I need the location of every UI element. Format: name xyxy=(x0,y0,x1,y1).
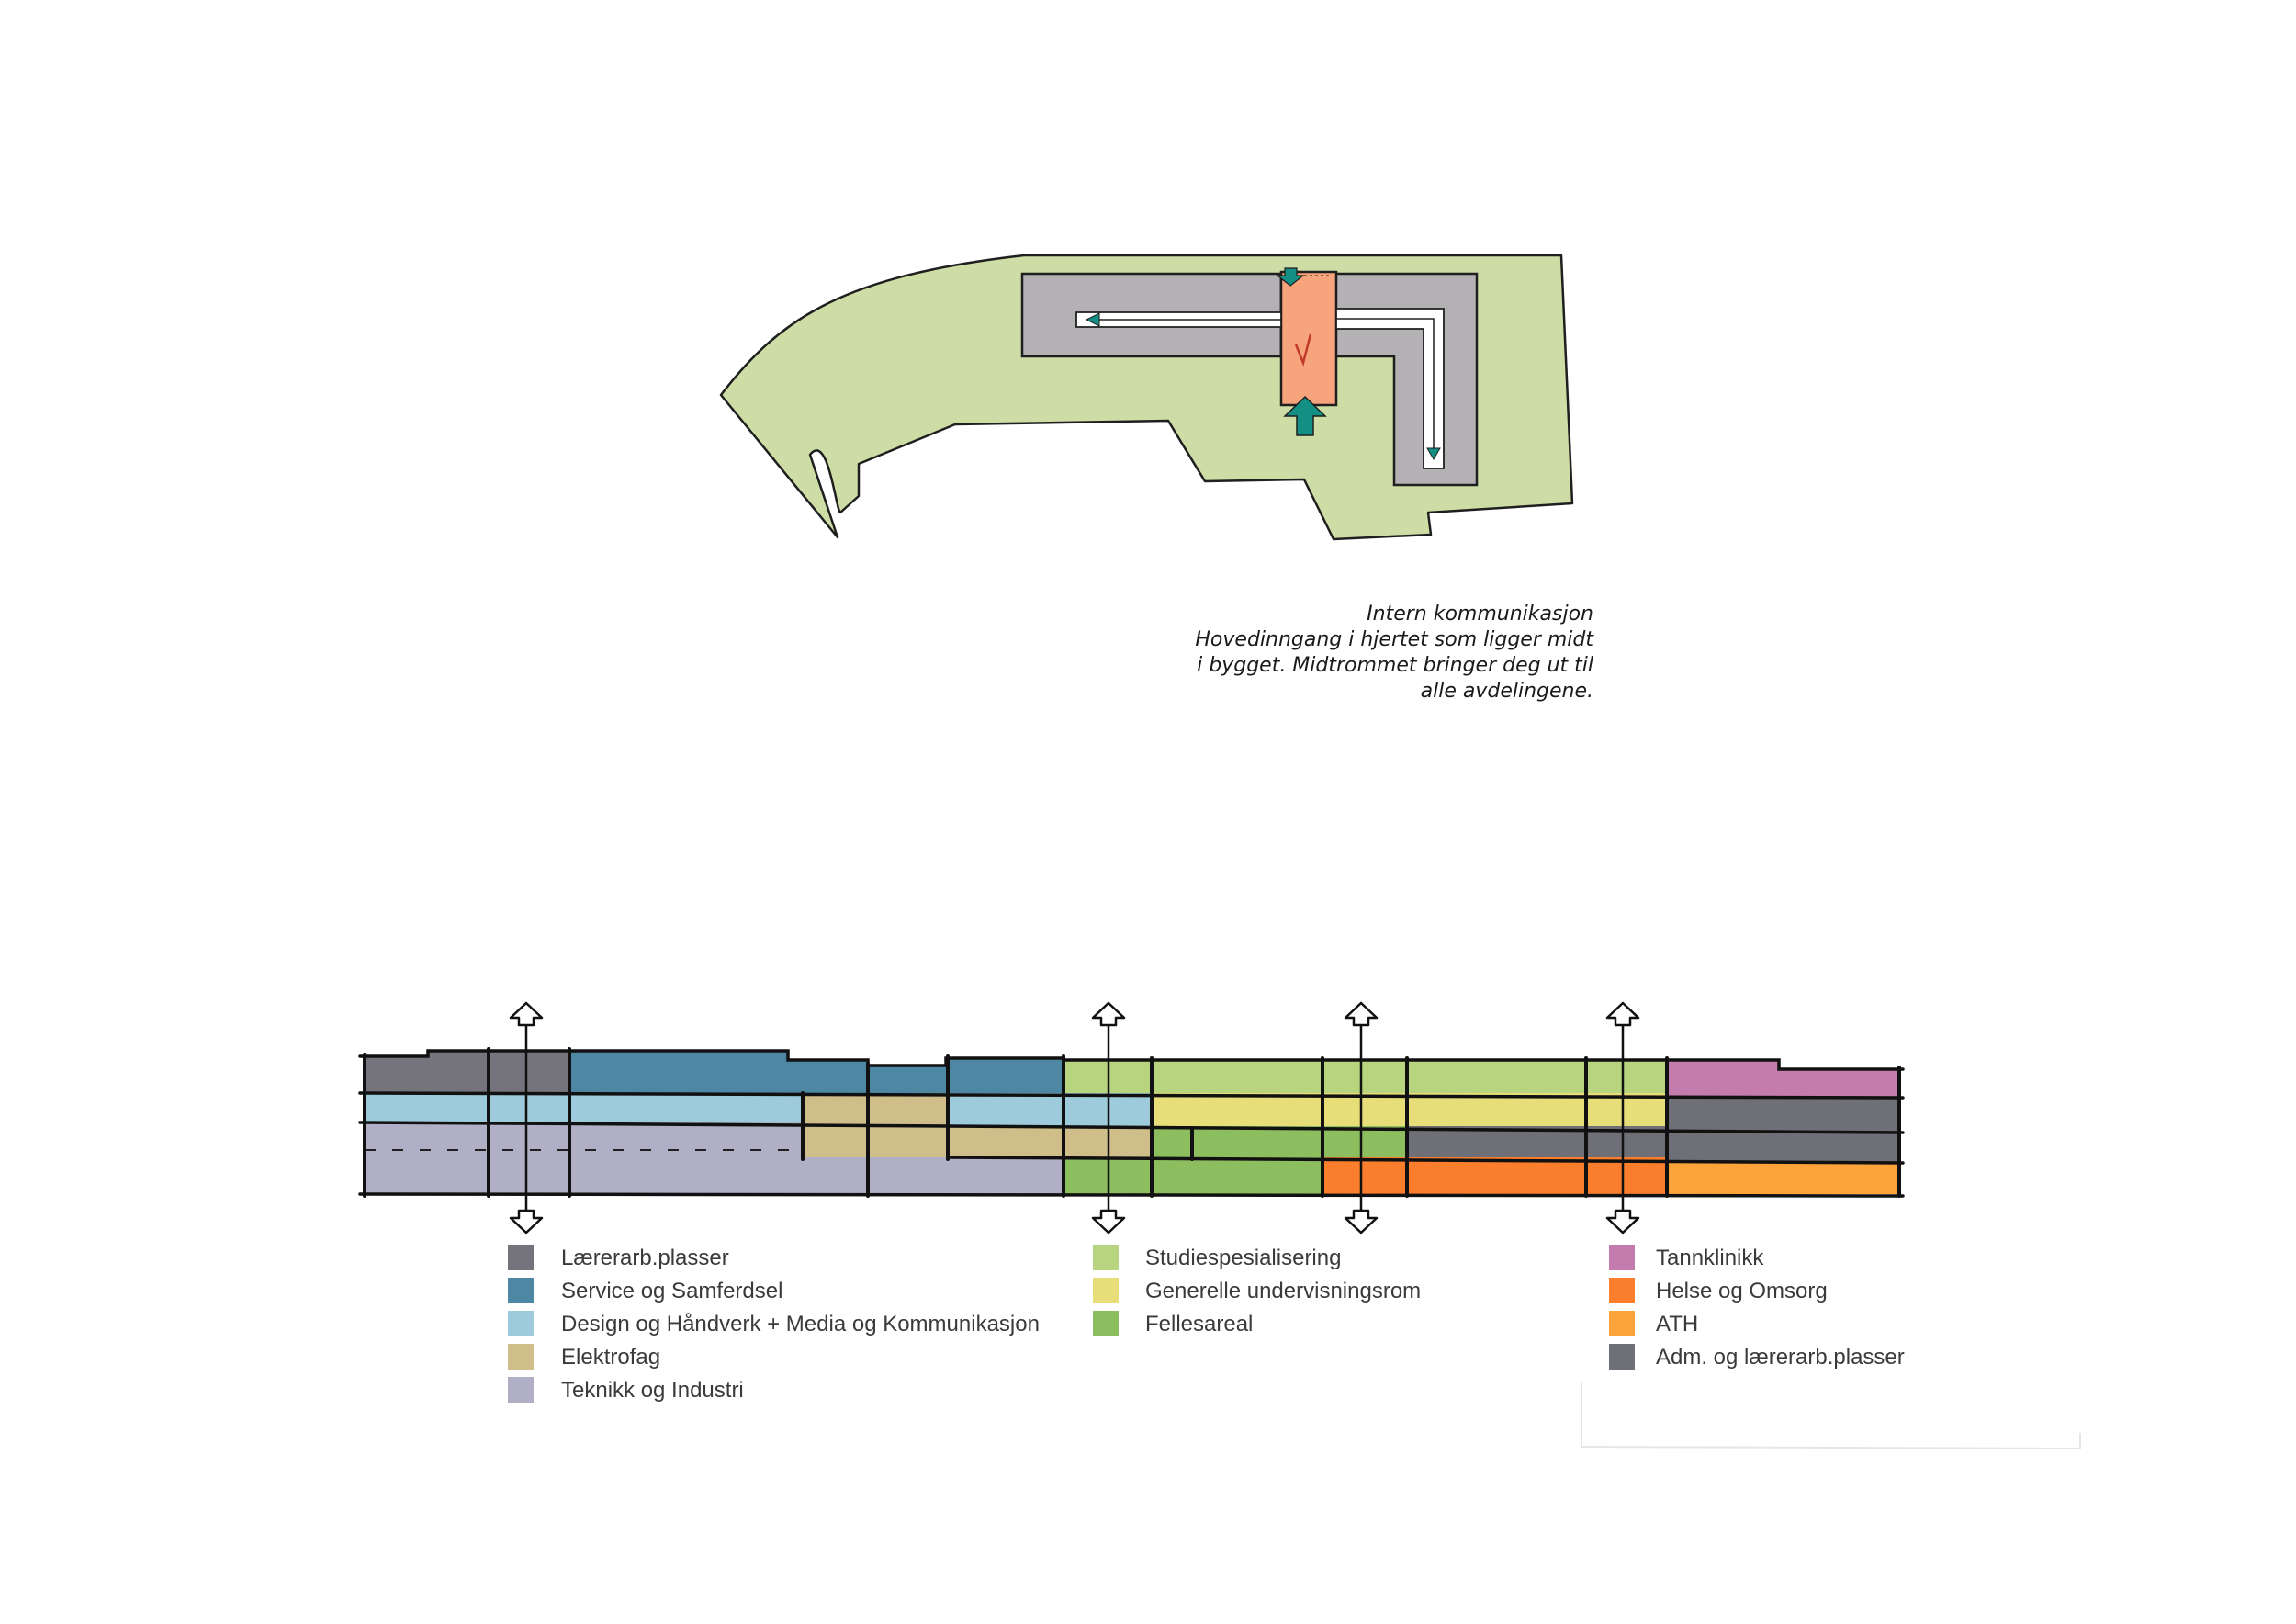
zone-generelle-undervisningsrom xyxy=(1152,1093,1667,1126)
zone-adm-lærerarb-plasser xyxy=(1667,1098,1899,1133)
legend-swatch xyxy=(1093,1278,1119,1303)
vertical-circulation-arrow-icon xyxy=(1091,1001,1126,1235)
heart-checkmark xyxy=(1294,333,1312,367)
caption-line: i bygget. Midtrommet bringer deg ut til xyxy=(1197,654,1593,677)
vertical-circulation-arrow-icon xyxy=(509,1001,544,1235)
legend-swatch xyxy=(508,1278,534,1303)
zone-ath xyxy=(1667,1163,1899,1194)
legend-swatch xyxy=(1093,1245,1119,1270)
legend-label: Service og Samferdsel xyxy=(561,1279,782,1303)
zone-lærerarb-plasser xyxy=(365,1051,489,1093)
zone-teknikk-og-industri xyxy=(365,1122,803,1194)
legend-label: ATH xyxy=(1656,1312,1698,1336)
zone-service-og-samferdsel xyxy=(569,1051,1064,1093)
zone-lærerarb-plasser xyxy=(489,1051,569,1093)
legend-label: Elektrofag xyxy=(561,1345,660,1370)
legend-label: Tannklinikk xyxy=(1656,1246,1764,1270)
legend-item: Tannklinikk xyxy=(1609,1245,1764,1270)
legend-item: Lærerarb.plasser xyxy=(508,1245,729,1270)
zone-tannklinikk xyxy=(1667,1060,1899,1098)
legend-item: ATH xyxy=(1609,1311,1698,1336)
legend-swatch xyxy=(1609,1278,1635,1303)
legend-swatch xyxy=(1093,1311,1119,1336)
circulation-arrows xyxy=(509,1001,1640,1235)
main-entrance-arrow-icon xyxy=(1283,395,1327,436)
legend-swatch xyxy=(1609,1344,1635,1370)
legend-column-2: Studiespesialisering Generelle undervisn… xyxy=(1093,1245,1421,1336)
legend-swatch xyxy=(1609,1245,1635,1270)
legend-label: Helse og Omsorg xyxy=(1656,1279,1828,1303)
legend-swatch xyxy=(508,1344,534,1370)
zone-fellesareal xyxy=(1322,1126,1407,1157)
vertical-circulation-arrow-icon xyxy=(1344,1001,1379,1235)
legend-item: Teknikk og Industri xyxy=(508,1377,744,1403)
arrow-head-west xyxy=(1085,312,1100,327)
legend-column-1: Lærerarb.plasser Service og Samferdsel D… xyxy=(508,1245,1040,1403)
legend-item: Service og Samferdsel xyxy=(508,1278,782,1303)
legend-item: Helse og Omsorg xyxy=(1609,1278,1828,1303)
legend-item: Generelle undervisningsrom xyxy=(1093,1278,1421,1303)
legend-label: Design og Håndverk + Media og Kommunikas… xyxy=(561,1312,1040,1336)
zone-design-håndverk-media xyxy=(948,1093,1152,1126)
legend-swatch xyxy=(508,1245,534,1270)
legend-label: Fellesareal xyxy=(1145,1312,1253,1336)
legend-item: Elektrofag xyxy=(508,1344,660,1370)
legend-swatch xyxy=(508,1377,534,1403)
legend-item: Studiespesialisering xyxy=(1093,1245,1341,1270)
zone-teknikk-og-industri xyxy=(803,1157,1064,1194)
caption-line: Hovedinngang i hjertet som ligger midt xyxy=(1195,628,1594,651)
legend-label: Teknikk og Industri xyxy=(561,1378,744,1403)
scan-artifacts xyxy=(1581,1382,2081,1449)
legend-item: Adm. og lærerarb.plasser xyxy=(1609,1344,1905,1370)
arrow-head-south xyxy=(1426,447,1441,460)
zone-helse-og-omsorg xyxy=(1322,1157,1667,1194)
zone-studiespesialisering xyxy=(1153,1060,1667,1093)
site-plan xyxy=(719,254,1574,541)
arrow-top-entrance xyxy=(1276,267,1305,287)
legend-label: Generelle undervisningsrom xyxy=(1145,1279,1421,1303)
caption-title: Intern kommunikasjon xyxy=(1367,603,1593,626)
legend: Lærerarb.plasser Service og Samferdsel D… xyxy=(508,1245,1905,1403)
caption-line: alle avdelingene. xyxy=(1421,680,1593,703)
legend-item: Design og Håndverk + Media og Kommunikas… xyxy=(508,1311,1040,1336)
partition-lines xyxy=(363,1047,1901,1198)
zone-adm-lærerarb-plasser xyxy=(1667,1133,1899,1163)
path-line-east xyxy=(1336,318,1435,450)
legend-swatch xyxy=(1609,1311,1635,1336)
section-diagram xyxy=(358,1001,1905,1235)
legend-item: Fellesareal xyxy=(1093,1311,1253,1336)
legend-label: Lærerarb.plasser xyxy=(561,1246,729,1270)
legend-label: Adm. og lærerarb.plasser xyxy=(1656,1345,1905,1370)
legend-column-3: Tannklinikk Helse og Omsorg ATH Adm. og … xyxy=(1609,1245,1905,1370)
legend-label: Studiespesialisering xyxy=(1145,1246,1341,1270)
zone-elektrofag xyxy=(948,1126,1152,1157)
caption: Intern kommunikasjon Hovedinngang i hjer… xyxy=(1195,603,1594,703)
legend-swatch xyxy=(508,1311,534,1336)
vertical-circulation-arrow-icon xyxy=(1605,1001,1640,1235)
zone-design-håndverk-media xyxy=(365,1093,803,1122)
